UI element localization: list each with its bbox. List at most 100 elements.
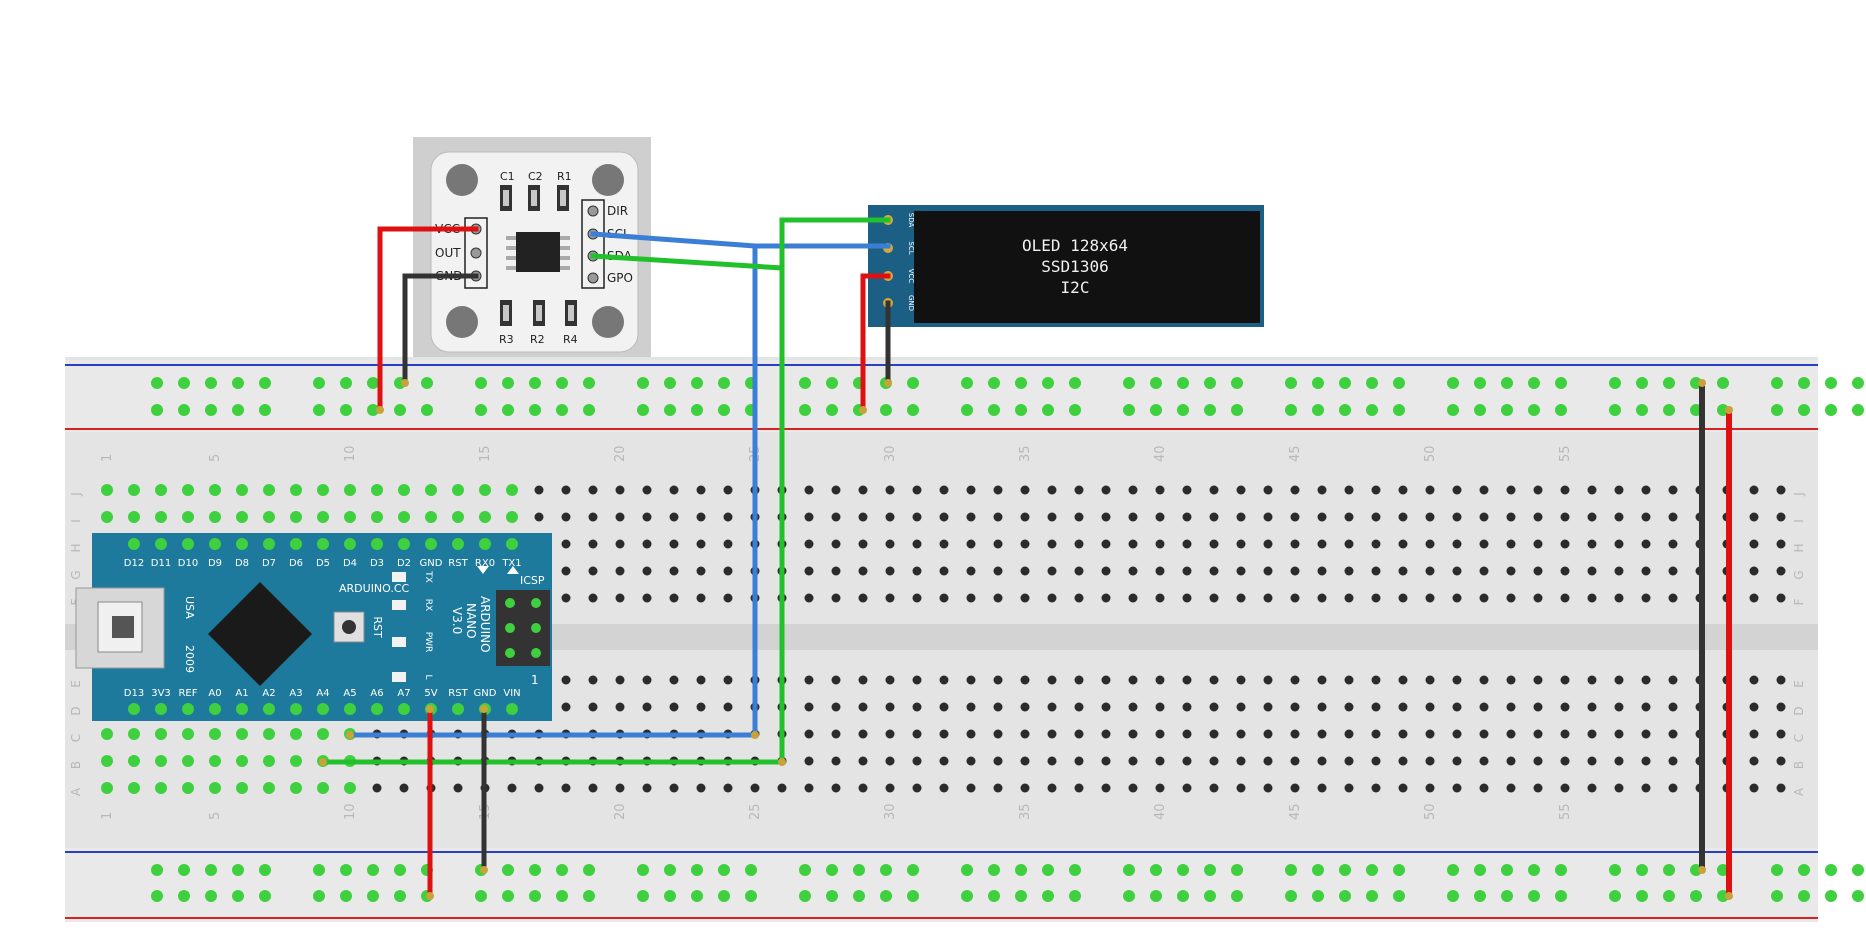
breadboard-hole bbox=[561, 566, 571, 576]
breadboard-hole bbox=[561, 702, 571, 712]
breadboard-hole bbox=[1020, 783, 1030, 793]
rail-hole bbox=[583, 404, 595, 416]
breadboard-hole bbox=[1344, 729, 1354, 739]
row-letter: I bbox=[1792, 519, 1806, 523]
breadboard-hole bbox=[939, 539, 949, 549]
column-number: 20 bbox=[613, 803, 628, 820]
rail-hole bbox=[1771, 864, 1783, 876]
led-rx-icon bbox=[392, 600, 406, 610]
breadboard-hole bbox=[1371, 756, 1381, 766]
breadboard-hole bbox=[696, 783, 706, 793]
rail-hole bbox=[1285, 890, 1297, 902]
rail-hole bbox=[826, 864, 838, 876]
rail-hole bbox=[475, 890, 487, 902]
breadboard-hole bbox=[128, 728, 140, 740]
row-letter: J bbox=[1792, 492, 1806, 497]
breadboard-hole bbox=[561, 675, 571, 685]
breadboard-hole bbox=[1614, 512, 1624, 522]
rail-hole bbox=[799, 404, 811, 416]
breadboard-hole bbox=[1371, 675, 1381, 685]
top-power-rail bbox=[65, 360, 1818, 432]
breadboard-hole bbox=[1182, 756, 1192, 766]
rail-hole bbox=[1636, 864, 1648, 876]
pin-label-gpo: GPO bbox=[607, 271, 633, 285]
breadboard-hole bbox=[669, 783, 679, 793]
label-c1: C1 bbox=[500, 170, 515, 183]
rail-hole bbox=[529, 890, 541, 902]
row-letter: H bbox=[1792, 543, 1806, 552]
rail-hole bbox=[151, 377, 163, 389]
rail-hole bbox=[988, 404, 1000, 416]
wire-ends bbox=[319, 379, 1733, 900]
breadboard-hole bbox=[371, 511, 383, 523]
breadboard-hole bbox=[1533, 593, 1543, 603]
breadboard-hole bbox=[236, 484, 248, 496]
rail-hole bbox=[1123, 404, 1135, 416]
breadboard-hole bbox=[1749, 512, 1759, 522]
breadboard-hole bbox=[1020, 512, 1030, 522]
rail-hole bbox=[1285, 377, 1297, 389]
nano-pin-label: RX0 bbox=[475, 558, 495, 569]
breadboard-hole bbox=[1614, 566, 1624, 576]
breadboard-hole bbox=[1398, 729, 1408, 739]
breadboard-hole bbox=[182, 755, 194, 767]
breadboard-hole bbox=[1614, 675, 1624, 685]
nano-pin bbox=[452, 538, 464, 550]
nano-pin bbox=[290, 538, 302, 550]
breadboard-hole bbox=[1317, 593, 1327, 603]
rail-hole bbox=[313, 404, 325, 416]
wire-end-icon bbox=[426, 892, 434, 900]
breadboard-hole bbox=[263, 782, 275, 794]
led-l-icon bbox=[392, 672, 406, 682]
breadboard-hole bbox=[534, 783, 544, 793]
rail-hole bbox=[1717, 377, 1729, 389]
breadboard-hole bbox=[1047, 539, 1057, 549]
breadboard-hole bbox=[1668, 783, 1678, 793]
breadboard-hole bbox=[344, 511, 356, 523]
rail-hole bbox=[1474, 377, 1486, 389]
rail-hole bbox=[367, 404, 379, 416]
breadboard-hole bbox=[1749, 566, 1759, 576]
nano-pin-label: RST bbox=[448, 688, 468, 699]
breadboard-hole bbox=[1425, 675, 1435, 685]
column-number: 40 bbox=[1153, 445, 1168, 462]
rail-hole bbox=[799, 377, 811, 389]
breadboard-hole bbox=[1101, 512, 1111, 522]
breadboard-hole bbox=[1182, 783, 1192, 793]
breadboard-hole bbox=[1182, 566, 1192, 576]
breadboard-hole bbox=[155, 782, 167, 794]
nano-pin-label: D2 bbox=[397, 558, 411, 569]
breadboard-hole bbox=[1776, 756, 1786, 766]
model-line-1: ARDUINO bbox=[478, 596, 492, 653]
column-number: 35 bbox=[1018, 445, 1033, 462]
rail-hole bbox=[1393, 890, 1405, 902]
rail-hole bbox=[1042, 890, 1054, 902]
rail-hole bbox=[1609, 864, 1621, 876]
nano-pin bbox=[155, 703, 167, 715]
breadboard-hole bbox=[858, 702, 868, 712]
breadboard-hole bbox=[669, 485, 679, 495]
breadboard-hole bbox=[1398, 512, 1408, 522]
breadboard-hole bbox=[128, 484, 140, 496]
breadboard-hole bbox=[101, 728, 113, 740]
bottom-power-rail bbox=[65, 848, 1818, 922]
breadboard-hole bbox=[1209, 512, 1219, 522]
rail-hole bbox=[826, 404, 838, 416]
breadboard-hole bbox=[1074, 566, 1084, 576]
rail-hole bbox=[1555, 890, 1567, 902]
rail-hole bbox=[259, 890, 271, 902]
breadboard-hole bbox=[804, 756, 814, 766]
breadboard-hole bbox=[1506, 512, 1516, 522]
breadboard-hole bbox=[858, 783, 868, 793]
breadboard-hole bbox=[1560, 593, 1570, 603]
breadboard-hole bbox=[858, 729, 868, 739]
breadboard-hole bbox=[1425, 593, 1435, 603]
icsp-label: ICSP bbox=[520, 574, 545, 587]
rail-hole bbox=[394, 864, 406, 876]
rail-hole bbox=[367, 377, 379, 389]
year-label: 2009 bbox=[183, 645, 196, 673]
breadboard-hole bbox=[1425, 702, 1435, 712]
reset-button-cap[interactable] bbox=[342, 620, 356, 634]
breadboard-hole bbox=[1290, 512, 1300, 522]
nano-pin-label: TX1 bbox=[501, 558, 521, 569]
